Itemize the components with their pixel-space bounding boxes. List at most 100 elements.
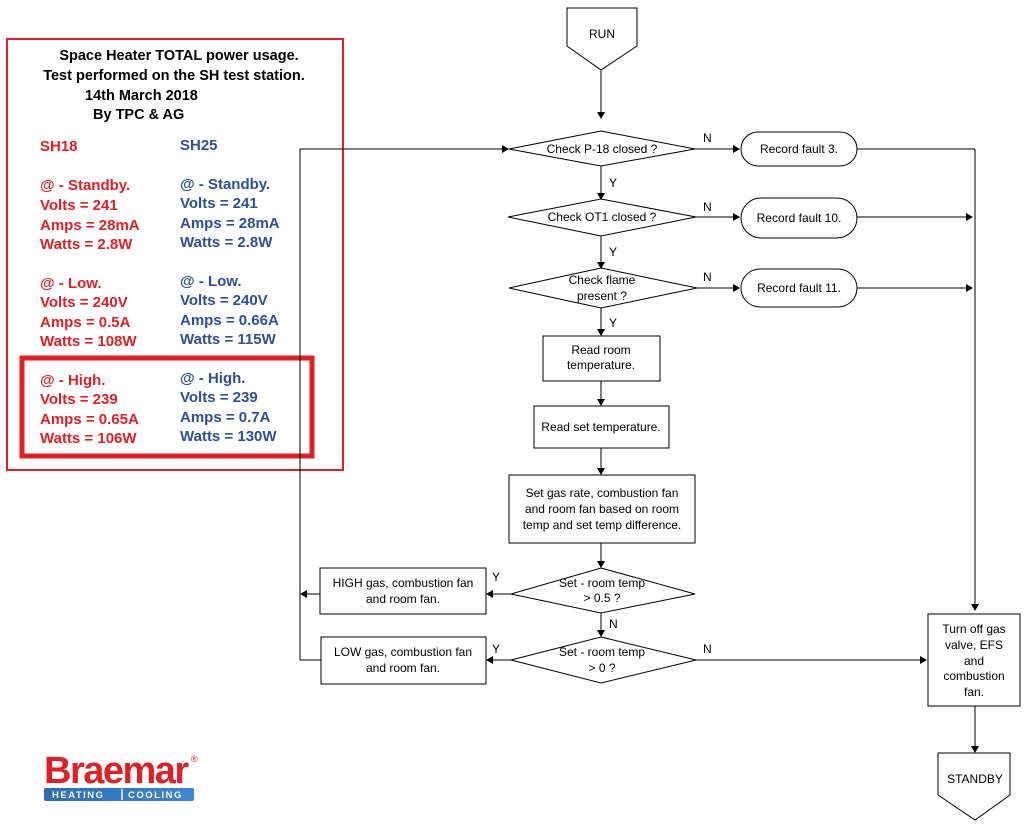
sh18-low-volts: Volts = 240V	[40, 294, 128, 311]
decision-ot1-shape	[507, 198, 697, 237]
sh25-high-mode: @ - High.	[180, 370, 245, 387]
read-room-label-2: temperature.	[567, 358, 635, 372]
set-gas-label-1: Set gas rate, combustion fan	[526, 486, 679, 500]
label-yes-high: Y	[492, 570, 500, 584]
sh18-low-amps: Amps = 0.5A	[40, 314, 131, 331]
sh18-high-volts: Volts = 239	[40, 391, 118, 408]
sh18-standby-amps: Amps = 28mA	[40, 217, 140, 234]
arrowhead	[971, 746, 979, 753]
arrowhead	[966, 284, 973, 292]
panel-title-date: 14th March 2018	[85, 88, 198, 104]
fault10-shape	[740, 197, 858, 239]
label-no-flame: N	[703, 270, 712, 284]
record-fault-3: Record fault 3.	[740, 131, 858, 167]
set-gas-label-2: and room fan based on room	[525, 502, 679, 516]
turn-off-label-2: valve, EFS	[945, 638, 1003, 652]
arrowhead	[597, 399, 605, 406]
logo-tagline-heating: HEATING	[52, 790, 105, 801]
decision-high: Set - room temp > 0.5 ?	[510, 567, 696, 614]
run-label: RUN	[589, 27, 615, 41]
read-room-label-1: Read room	[571, 343, 630, 357]
turn-off-label-3: and	[964, 654, 984, 668]
panel-title-line-1: Space Heater TOTAL power usage.	[59, 48, 298, 64]
high-gas-shape	[319, 567, 487, 615]
panel-border	[6, 38, 344, 471]
arrowhead	[597, 630, 605, 637]
arrowhead	[486, 590, 493, 598]
sh25-low-amps: Amps = 0.66A	[180, 312, 279, 329]
standby-shape	[937, 752, 1011, 821]
process-low-gas: LOW gas, combustion fan and room fan.	[320, 636, 487, 685]
decision-check-p18: Check P-18 closed ?	[508, 130, 696, 167]
arrowhead	[971, 604, 979, 611]
set-gas-shape	[508, 474, 696, 544]
sh18-low-mode: @ - Low.	[40, 275, 102, 292]
fault10-label: Record fault 10.	[757, 211, 842, 225]
decision-high-label-2: > 0.5 ?	[583, 591, 620, 605]
high-gas-label-1: HIGH gas, combustion fan	[333, 576, 474, 590]
run-terminal: RUN	[566, 7, 638, 71]
process-read-set-temp: Read set temperature.	[533, 405, 670, 449]
registered-mark-icon: ®	[191, 754, 198, 764]
high-mode-highlight-box	[19, 355, 315, 459]
decision-flame-label-2: present ?	[577, 289, 627, 303]
decision-p18-shape	[508, 130, 696, 167]
decision-check-ot1: Check OT1 closed ?	[507, 198, 697, 237]
sh25-standby-volts: Volts = 241	[180, 195, 258, 212]
label-yes-ot1: Y	[609, 245, 617, 259]
label-yes-low: Y	[492, 642, 500, 656]
sh18-standby-volts: Volts = 241	[40, 197, 118, 214]
process-high-gas: HIGH gas, combustion fan and room fan.	[319, 567, 487, 615]
high-gas-label-2: and room fan.	[366, 592, 440, 606]
panel-title-line-2: Test performed on the SH test station.	[43, 68, 305, 84]
turn-off-label-1: Turn off gas	[942, 622, 1005, 636]
arrowhead	[966, 213, 973, 221]
decision-flame-shape	[508, 267, 698, 309]
sh18-standby-mode: @ - Standby.	[40, 177, 130, 194]
braemar-logo-wordmark: Braemar	[44, 750, 189, 792]
sh25-high-amps: Amps = 0.7A	[180, 409, 271, 426]
arrowhead	[597, 262, 605, 269]
sh25-high-watts: Watts = 130W	[180, 428, 277, 445]
label-no-p18: N	[703, 131, 712, 145]
turn-off-label-4: combustion	[943, 669, 1004, 683]
sh25-low-mode: @ - Low.	[180, 273, 242, 290]
decision-ot1-label: Check OT1 closed ?	[548, 210, 657, 224]
decision-low: Set - room temp > 0 ?	[510, 636, 697, 684]
process-turn-off: Turn off gas valve, EFS and combustion f…	[927, 613, 1021, 707]
arrowhead	[502, 145, 509, 153]
fault11-label: Record fault 11.	[757, 281, 841, 295]
sh18-high-mode: @ - High.	[40, 372, 105, 389]
arrowhead	[597, 468, 605, 475]
panel-title-authors: By TPC & AG	[93, 107, 184, 123]
decision-check-flame: Check flame present ?	[508, 267, 698, 309]
arrowhead	[486, 656, 493, 664]
process-read-room-temp: Read room temperature.	[542, 335, 661, 382]
label-yes-flame: Y	[609, 316, 617, 330]
decision-low-label-1: Set - room temp	[559, 645, 645, 659]
arrowhead	[597, 193, 605, 200]
decision-p18-label: Check P-18 closed ?	[547, 142, 658, 156]
sh25-low-volts: Volts = 240V	[180, 292, 268, 309]
arrowhead	[733, 145, 740, 153]
sh18-low-watts: Watts = 108W	[40, 333, 137, 350]
arrowhead	[597, 329, 605, 336]
low-gas-shape	[320, 636, 487, 685]
arrowhead	[733, 284, 740, 292]
arrowhead	[733, 213, 740, 221]
low-gas-label-2: and room fan.	[366, 661, 440, 675]
label-no-ot1: N	[703, 200, 712, 214]
decision-high-shape	[510, 567, 696, 614]
fault11-shape	[740, 268, 858, 308]
record-fault-11: Record fault 11.	[740, 268, 858, 308]
label-yes-p18: Y	[609, 176, 617, 190]
logo-tagline-bar	[44, 788, 194, 801]
set-gas-label-3: temp and set temp difference.	[523, 518, 682, 532]
fault3-shape	[740, 131, 858, 167]
decision-flame-label-1: Check flame	[569, 273, 636, 287]
sh18-high-amps: Amps = 0.65A	[40, 411, 139, 428]
standby-label: STANDBY	[947, 772, 1003, 786]
turn-off-shape	[927, 613, 1021, 707]
sh25-standby-watts: Watts = 2.8W	[180, 234, 273, 251]
